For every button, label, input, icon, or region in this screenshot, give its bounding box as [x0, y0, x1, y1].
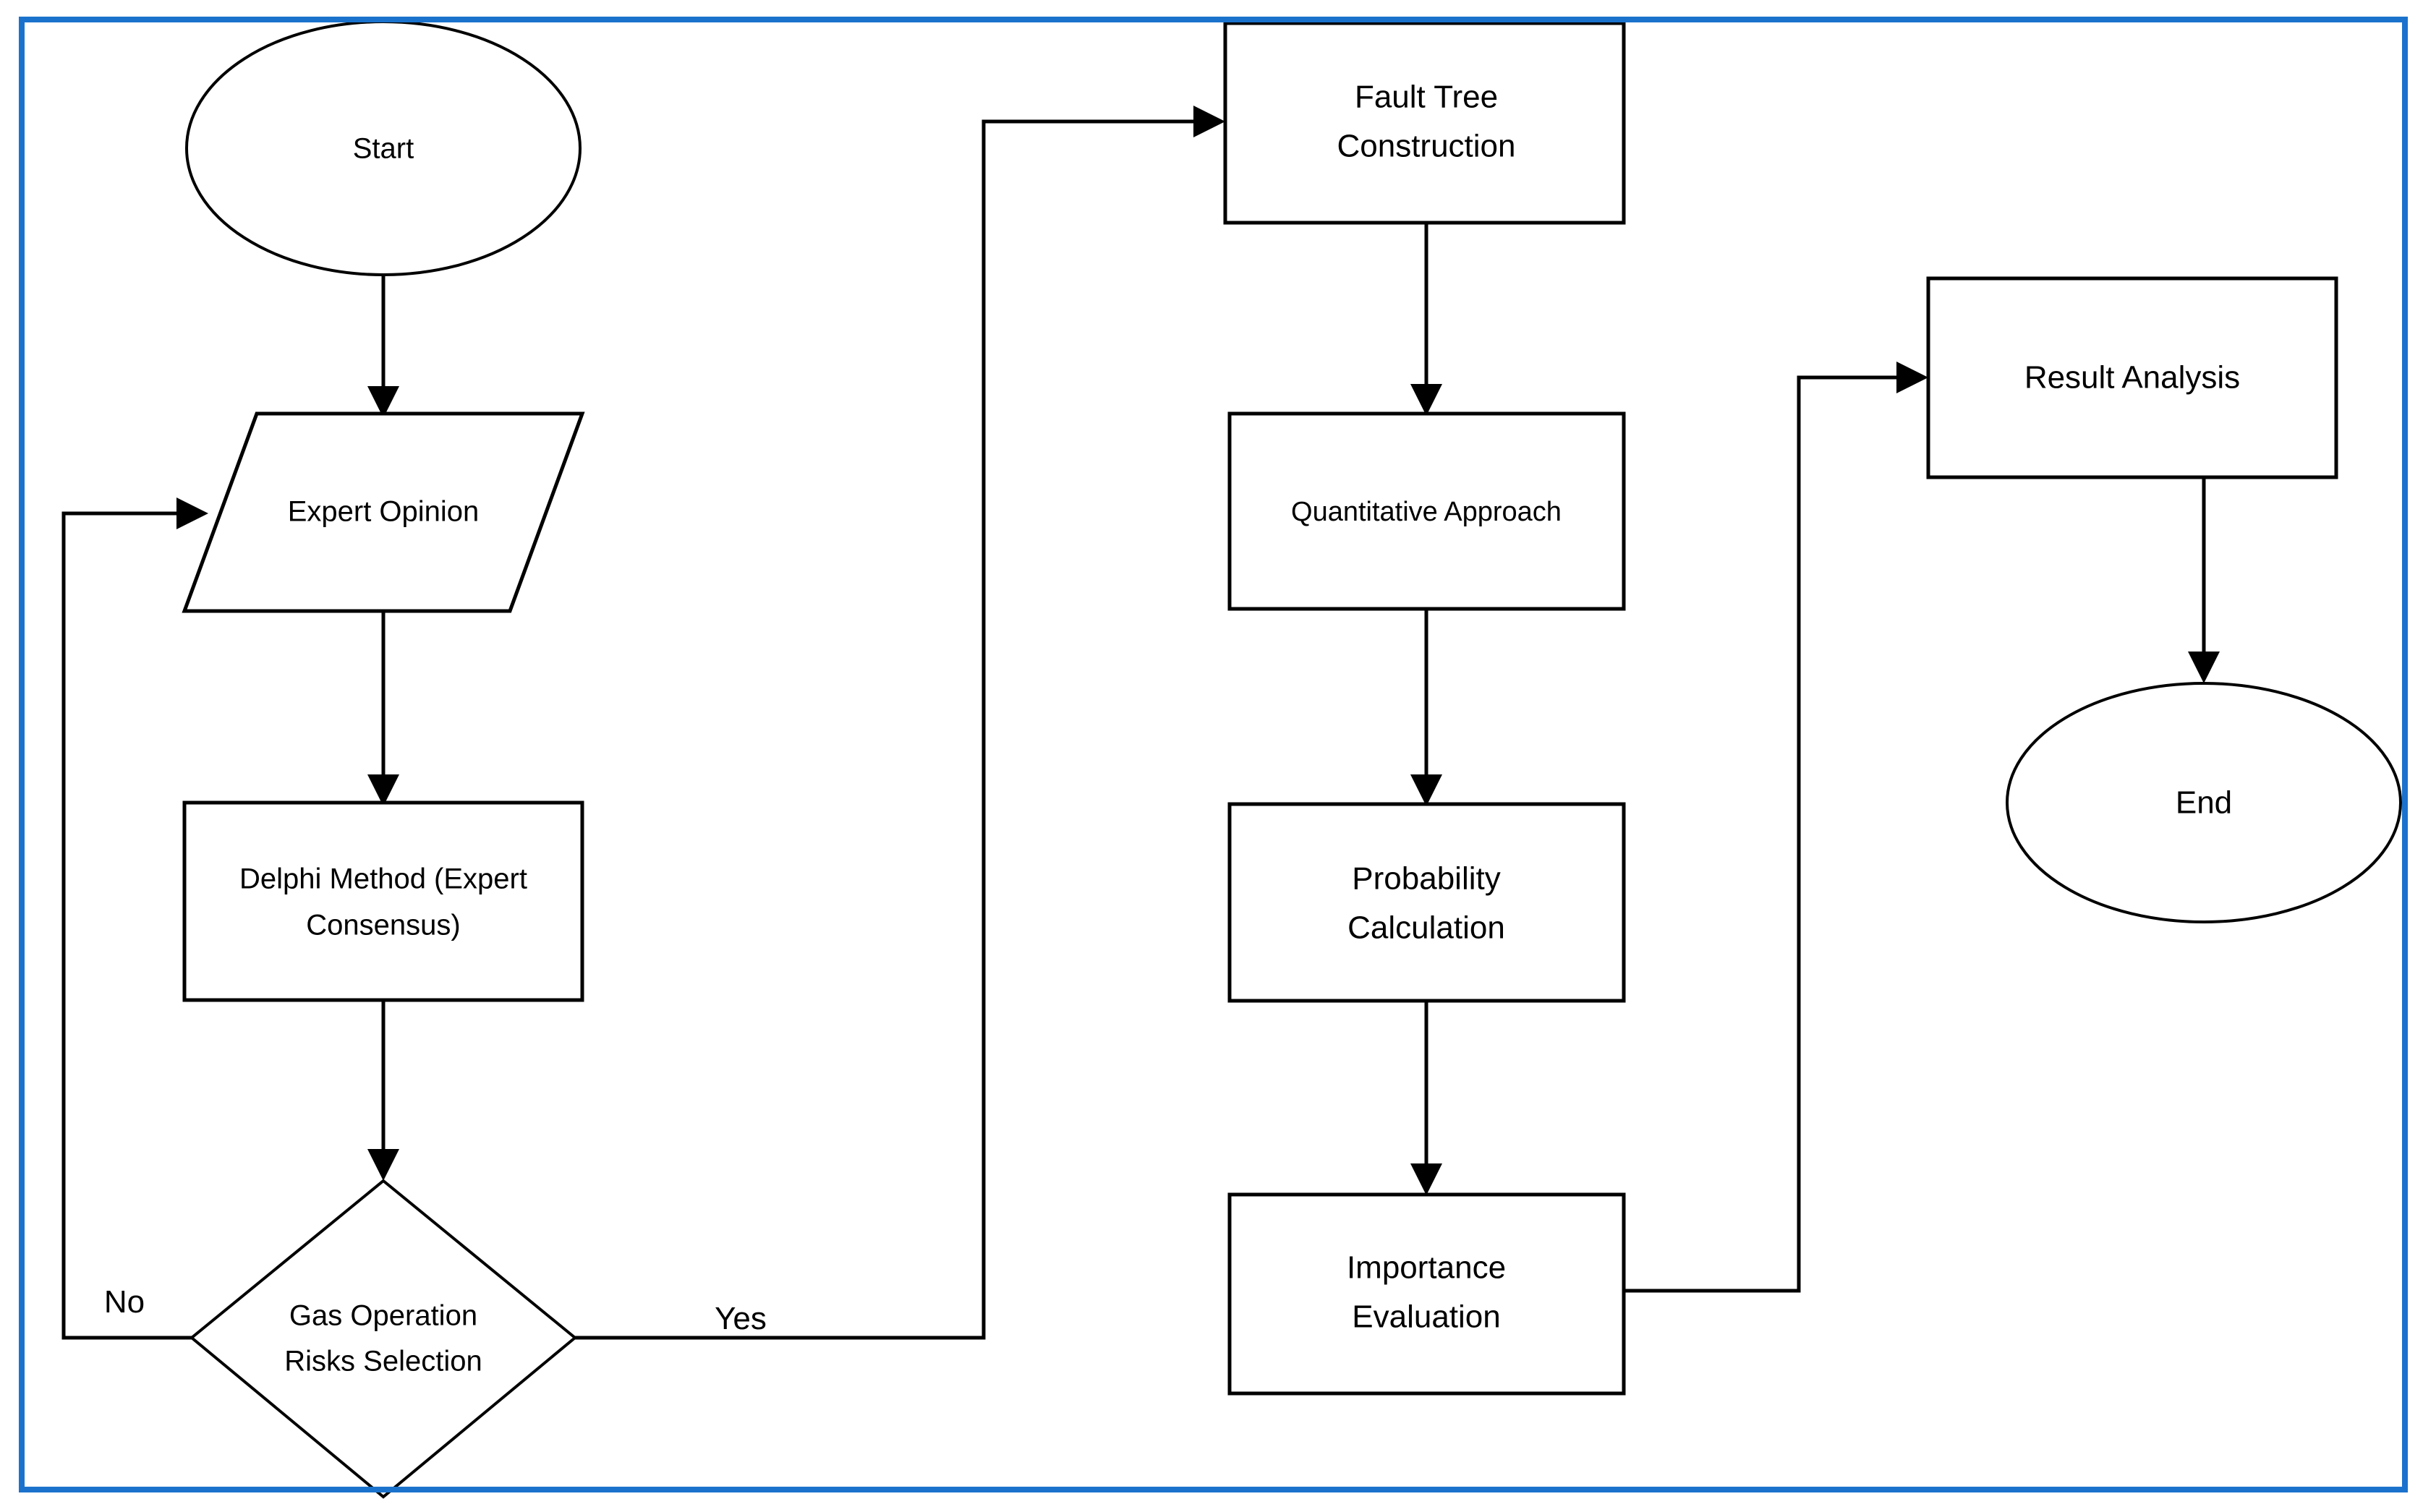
- node-delphi-method[interactable]: Delphi Method (Expert Consensus): [182, 800, 584, 1002]
- node-end[interactable]: End: [2006, 682, 2402, 923]
- node-expert-opinion[interactable]: Expert Opinion: [182, 411, 585, 613]
- probability-calculation-rect-shape: [1227, 802, 1626, 1003]
- delphi-method-label-line2: Consensus): [306, 910, 460, 941]
- end-ellipse-shape: [2006, 682, 2402, 923]
- edge-probability-to-importance: [1410, 999, 1442, 1195]
- probability-calculation-label-line1: Probability: [1352, 861, 1500, 897]
- edge-fault-tree-to-quantitative: [1410, 223, 1442, 416]
- node-fault-tree-construction[interactable]: Fault Tree Construction: [1223, 21, 1626, 225]
- node-gas-operation-risks-selection[interactable]: Gas Operation Risks Selection: [189, 1179, 578, 1499]
- start-label: Start: [353, 133, 414, 165]
- edge-importance-to-result: [1624, 362, 1928, 1293]
- node-start[interactable]: Start: [185, 20, 582, 276]
- fault-tree-rect-shape: [1223, 21, 1626, 225]
- probability-calculation-label-line2: Calculation: [1347, 910, 1505, 946]
- quantitative-approach-label: Quantitative Approach: [1291, 497, 1562, 527]
- delphi-method-rect-shape: [182, 800, 584, 1002]
- end-label: End: [2176, 785, 2232, 821]
- importance-evaluation-rect-shape: [1227, 1192, 1626, 1396]
- edge-result-to-end: [2188, 477, 2220, 683]
- quantitative-approach-rect-shape: [1227, 411, 1626, 611]
- fault-tree-label-line1: Fault Tree: [1355, 80, 1498, 115]
- edge-quantitative-to-probability: [1410, 607, 1442, 806]
- edge-label-no: No: [104, 1284, 145, 1320]
- delphi-method-label-line1: Delphi Method (Expert: [239, 863, 527, 895]
- diagram-frame-overlay: [19, 17, 2408, 1492]
- node-probability-calculation[interactable]: Probability Calculation: [1227, 802, 1626, 1003]
- edge-label-yes: Yes: [715, 1301, 767, 1336]
- node-importance-evaluation[interactable]: Importance Evaluation: [1227, 1192, 1626, 1396]
- edge-delphi-to-decision: [367, 1000, 399, 1181]
- decision-label-line1: Gas Operation: [289, 1300, 477, 1332]
- decision-diamond-shape: [189, 1179, 578, 1499]
- node-quantitative-approach[interactable]: Quantitative Approach: [1227, 411, 1626, 611]
- decision-label-line2: Risks Selection: [284, 1346, 482, 1378]
- result-analysis-rect-shape: [1926, 276, 2338, 479]
- expert-opinion-label: Expert Opinion: [288, 496, 480, 528]
- node-result-analysis[interactable]: Result Analysis: [1926, 276, 2338, 479]
- fault-tree-label-line2: Construction: [1337, 129, 1515, 164]
- edge-expert-to-delphi: [367, 611, 399, 806]
- importance-evaluation-label-line2: Evaluation: [1352, 1299, 1500, 1335]
- edge-start-to-expert: [367, 276, 399, 418]
- result-analysis-label: Result Analysis: [2024, 360, 2240, 396]
- expert-opinion-parallelogram-shape: [182, 411, 585, 613]
- importance-evaluation-label-line1: Importance: [1347, 1250, 1506, 1286]
- edge-decision-no-to-expert: [61, 497, 208, 1340]
- edge-decision-yes-to-fault-tree: [575, 106, 1225, 1340]
